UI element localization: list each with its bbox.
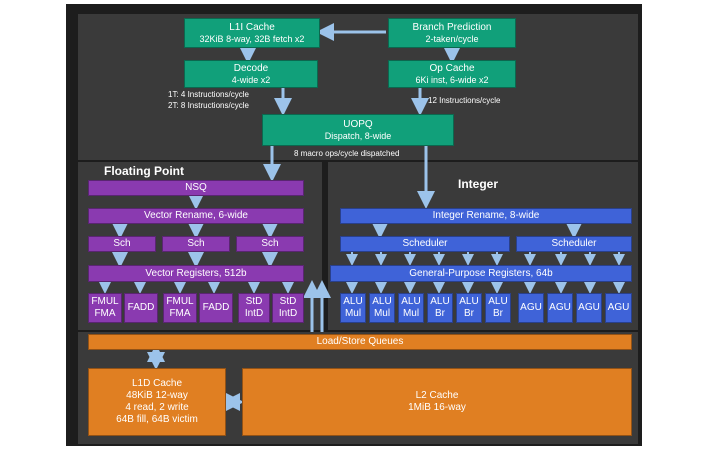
- fp-unit-line1: FMUL: [166, 296, 194, 307]
- fp-unit-line1: FADD: [127, 302, 155, 313]
- gpr-label: General-Purpose Registers, 64b: [409, 267, 553, 279]
- fp-unit-line2: IntD: [244, 308, 264, 319]
- alu-unit-5: ALU Br: [456, 293, 482, 323]
- alu-unit-4: ALU Br: [427, 293, 453, 323]
- agu-label: AGU: [549, 302, 571, 313]
- nsq-block: NSQ: [88, 180, 304, 196]
- uopq-detail: Dispatch, 8-wide: [324, 130, 392, 141]
- l1d-cache-line: 64B fill, 64B victim: [116, 414, 198, 425]
- fp-unit-fadd-2: FADD: [199, 293, 233, 323]
- alu-line1: ALU: [459, 296, 479, 307]
- integer-rename-label: Integer Rename, 8-wide: [432, 210, 540, 221]
- fp-unit-fmul-fma-2: FMUL FMA: [163, 293, 197, 323]
- alu-line2: Br: [435, 308, 445, 319]
- l1d-cache-line: 4 read, 2 write: [125, 402, 189, 413]
- alu-line1: ALU: [372, 296, 392, 307]
- fp-unit-line1: StD: [279, 296, 297, 307]
- vector-registers-label: Vector Registers, 512b: [145, 267, 247, 279]
- fp-unit-line2: FMA: [94, 308, 116, 319]
- l1i-cache-block: L1I Cache 32KiB 8-way, 32B fetch x2: [184, 18, 320, 48]
- l2-cache-detail: 1MiB 16-way: [408, 402, 466, 413]
- alu-unit-2: ALU Mul: [369, 293, 395, 323]
- l1d-cache-title: L1D Cache: [131, 378, 183, 389]
- alu-line2: Br: [493, 308, 503, 319]
- alu-line1: ALU: [488, 296, 508, 307]
- fp-unit-line1: FMUL: [91, 296, 119, 307]
- fp-scheduler-2: Sch: [162, 236, 230, 252]
- vector-rename-block: Vector Rename, 6-wide: [88, 208, 304, 224]
- dispatch-rate: 8 macro ops/cycle dispatched: [294, 149, 400, 158]
- fp-scheduler-1: Sch: [88, 236, 156, 252]
- op-cache-block: Op Cache 6Ki inst, 6-wide x2: [388, 60, 516, 88]
- load-store-queues-label: Load/Store Queues: [316, 336, 404, 347]
- integer-heading: Integer: [458, 177, 499, 191]
- gpr-block: General-Purpose Registers, 64b: [330, 265, 632, 282]
- l1i-cache-title: L1I Cache: [229, 21, 275, 33]
- alu-line1: ALU: [430, 296, 450, 307]
- alu-line1: ALU: [401, 296, 421, 307]
- l2-cache-block: L2 Cache 1MiB 16-way: [242, 368, 632, 436]
- integer-scheduler-1: Scheduler: [340, 236, 510, 252]
- branch-prediction-title: Branch Prediction: [412, 21, 492, 33]
- l1d-cache-block: L1D Cache 48KiB 12-way 4 read, 2 write 6…: [88, 368, 226, 436]
- decode-rate-2t: 2T: 8 Instructions/cycle: [168, 101, 249, 110]
- agu-label: AGU: [520, 302, 542, 313]
- alu-unit-6: ALU Br: [485, 293, 511, 323]
- fp-unit-fadd-1: FADD: [124, 293, 158, 323]
- l2-cache-title: L2 Cache: [415, 390, 459, 401]
- op-cache-detail: 6Ki inst, 6-wide x2: [415, 74, 489, 85]
- integer-scheduler-label: Scheduler: [551, 238, 597, 249]
- decode-rate-1t: 1T: 4 Instructions/cycle: [168, 90, 249, 99]
- fp-unit-std-intd-1: StD IntD: [238, 293, 270, 323]
- decode-title: Decode: [233, 62, 269, 74]
- fp-unit-std-intd-2: StD IntD: [272, 293, 304, 323]
- vector-registers-block: Vector Registers, 512b: [88, 265, 304, 282]
- fp-unit-line2: IntD: [278, 308, 298, 319]
- load-store-queues-block: Load/Store Queues: [88, 334, 632, 350]
- alu-line1: ALU: [343, 296, 363, 307]
- fp-unit-fmul-fma-1: FMUL FMA: [88, 293, 122, 323]
- branch-prediction-detail: 2-taken/cycle: [425, 33, 479, 44]
- agu-unit-1: AGU: [518, 293, 544, 323]
- l1i-cache-detail: 32KiB 8-way, 32B fetch x2: [199, 33, 305, 44]
- fp-heading: Floating Point: [104, 164, 184, 178]
- vector-rename-label: Vector Rename, 6-wide: [144, 210, 248, 221]
- fp-scheduler-label: Sch: [187, 238, 205, 249]
- fp-scheduler-label: Sch: [113, 238, 131, 249]
- uopq-title: UOPQ: [343, 118, 373, 130]
- integer-rename-block: Integer Rename, 8-wide: [340, 208, 632, 224]
- fp-unit-line1: StD: [245, 296, 263, 307]
- agu-label: AGU: [578, 302, 600, 313]
- alu-line2: Mul: [402, 308, 420, 319]
- agu-unit-3: AGU: [576, 293, 602, 323]
- fp-unit-line2: FMA: [169, 308, 191, 319]
- integer-scheduler-label: Scheduler: [402, 238, 448, 249]
- alu-line2: Br: [464, 308, 474, 319]
- alu-unit-3: ALU Mul: [398, 293, 424, 323]
- alu-line2: Mul: [344, 308, 362, 319]
- agu-unit-2: AGU: [547, 293, 573, 323]
- nsq-label: NSQ: [185, 182, 207, 193]
- op-cache-rate: 12 Instructions/cycle: [428, 96, 501, 105]
- decode-detail: 4-wide x2: [231, 74, 271, 85]
- agu-unit-4: AGU: [605, 293, 632, 323]
- alu-line2: Mul: [373, 308, 391, 319]
- fp-scheduler-label: Sch: [261, 238, 279, 249]
- uopq-block: UOPQ Dispatch, 8-wide: [262, 114, 454, 146]
- fp-unit-line1: FADD: [202, 302, 230, 313]
- fp-scheduler-3: Sch: [236, 236, 304, 252]
- op-cache-title: Op Cache: [429, 62, 475, 74]
- l1d-cache-line: 48KiB 12-way: [126, 390, 188, 401]
- agu-label: AGU: [607, 302, 630, 313]
- register-file-arrows: [99, 252, 625, 294]
- integer-scheduler-2: Scheduler: [516, 236, 632, 252]
- decode-block: Decode 4-wide x2: [184, 60, 318, 88]
- alu-unit-1: ALU Mul: [340, 293, 366, 323]
- branch-prediction-block: Branch Prediction 2-taken/cycle: [388, 18, 516, 48]
